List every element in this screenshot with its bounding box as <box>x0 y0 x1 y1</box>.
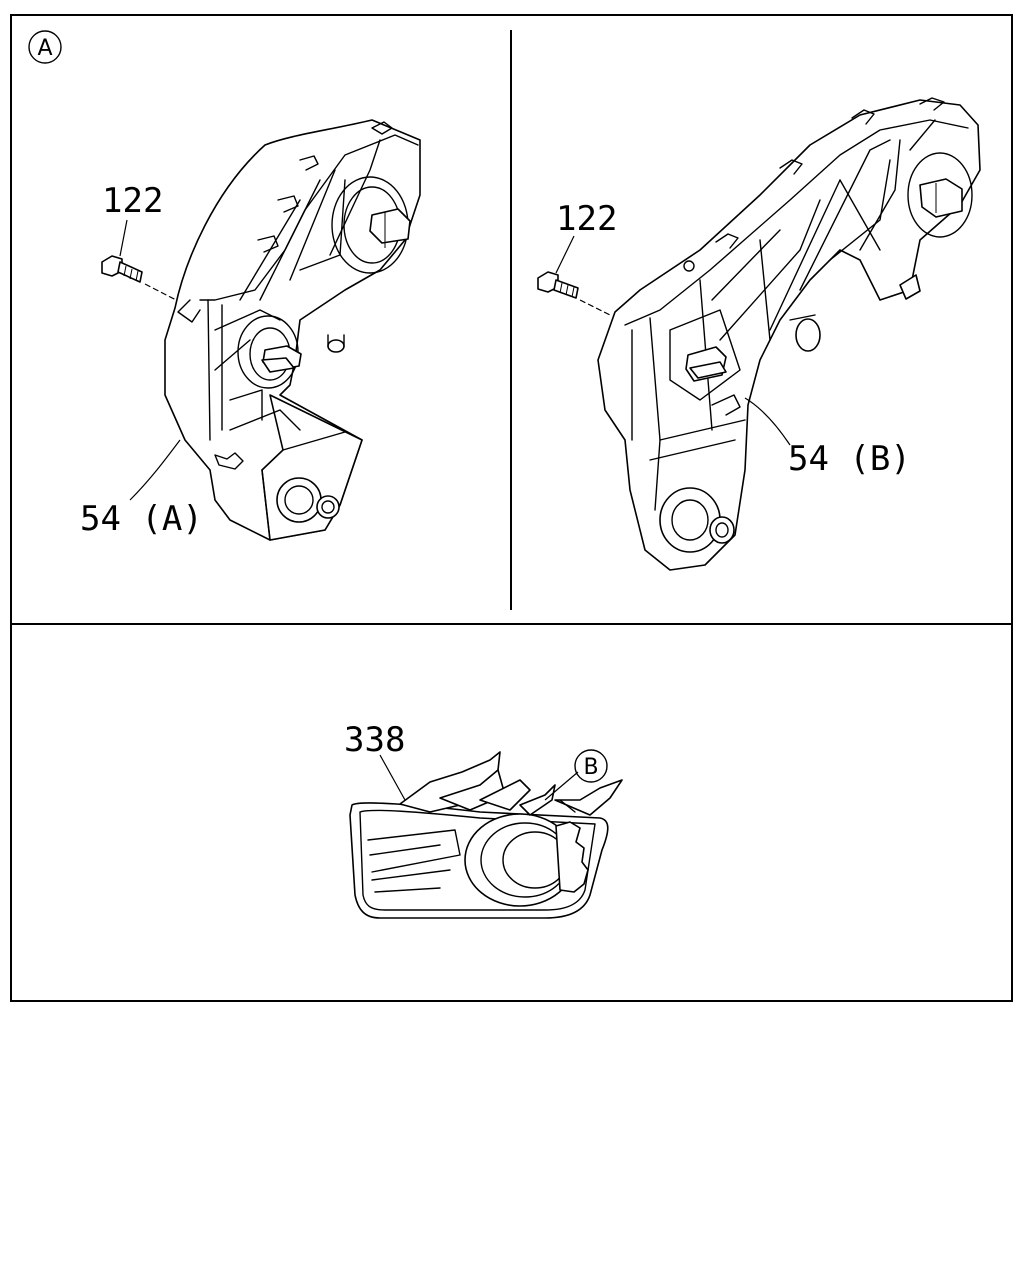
part-label-122-a: 122 <box>102 181 163 221</box>
part-label-338: 338 <box>344 720 405 760</box>
view-338-panel: 338 B <box>344 720 623 919</box>
view-a-marker: A <box>37 36 52 61</box>
bracket-54-b: 54 (B) <box>597 97 981 571</box>
view-a-panel: A 122 <box>28 30 421 541</box>
bolt-122-b: 122 <box>537 199 617 317</box>
view-b-panel: 122 <box>537 97 981 571</box>
view-a-callout: A <box>28 30 62 64</box>
fog-lamp-bezel-338: 338 <box>344 720 623 919</box>
view-b-callout: B <box>574 749 608 783</box>
part-label-122-b: 122 <box>556 199 617 239</box>
diagram-frame <box>10 14 1013 1002</box>
bolt-122-a: 122 <box>101 181 181 303</box>
part-label-54b: 54 (B) <box>788 439 911 479</box>
bracket-54-a: 54 (A) <box>80 119 421 541</box>
part-label-54a: 54 (A) <box>80 499 203 539</box>
view-b-marker: B <box>583 755 598 780</box>
